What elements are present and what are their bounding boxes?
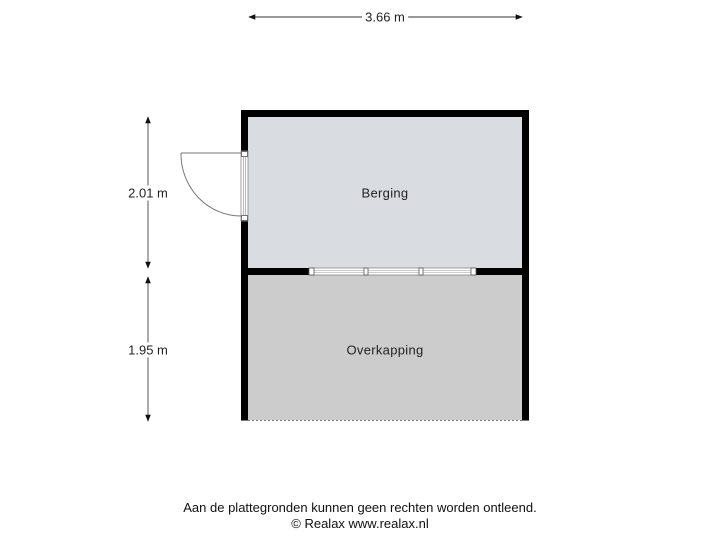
copyright-text: © Realax www.realax.nl bbox=[291, 516, 429, 531]
dimension-upper-height-label: 2.01 m bbox=[125, 185, 171, 201]
disclaimer-text: Aan de plattegronden kunnen geen rechten… bbox=[183, 500, 537, 515]
room-overkapping bbox=[248, 275, 522, 420]
window bbox=[308, 267, 477, 276]
room-label-berging: Berging bbox=[361, 185, 409, 201]
door bbox=[180, 150, 249, 222]
room-berging bbox=[248, 117, 522, 268]
dimension-width-label: 3.66 m bbox=[362, 9, 408, 25]
walls bbox=[241, 110, 529, 421]
dimension-lower-height-label: 1.95 m bbox=[125, 342, 171, 358]
room-label-overkapping: Overkapping bbox=[346, 342, 424, 358]
